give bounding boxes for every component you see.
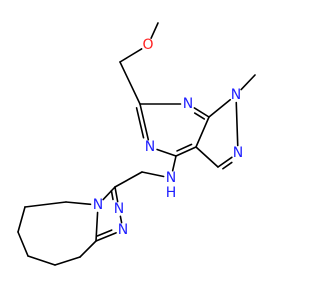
atom-n1-triazole-symbol: N	[118, 222, 128, 238]
bond-c9-c8	[54, 256, 81, 266]
atom-n5-pyrimidine-symbol: N	[145, 139, 155, 155]
bond-n1t-c8a-inner	[96, 229, 113, 237]
bond-c3-c3a	[195, 146, 219, 168]
bond-c4-c3a	[175, 146, 197, 157]
atom-n7-pyrimidine: N	[183, 96, 193, 112]
atom-o-methoxy: O	[142, 37, 153, 53]
bond-n1-n2	[235, 101, 239, 147]
bond-n5-c4	[156, 148, 177, 157]
atom-nh-amine-hydrogen: H	[166, 185, 177, 201]
bond-c5-c5b	[24, 201, 67, 208]
atom-n2-triazole-symbol: N	[114, 201, 124, 217]
bond-c4-nh	[171, 155, 177, 172]
bond-n2-c3-inner	[222, 161, 233, 170]
bond-c7-c6a	[17, 231, 29, 257]
atom-n7-pyrimidine-symbol: N	[183, 96, 193, 112]
bond-c4-c3a-inner	[176, 143, 193, 152]
bond-nh-cH2b	[141, 171, 165, 178]
bond-c7a-n1	[208, 98, 231, 118]
bond-c3t-n4t	[102, 186, 116, 201]
bond-cMe2-o	[150, 22, 159, 39]
bond-c3t-n2t	[114, 186, 119, 203]
atom-o-methoxy-symbol: O	[142, 37, 153, 53]
atom-n2-pyrazole: N	[233, 145, 243, 161]
bond-o-cH2a	[119, 48, 143, 63]
bond-n2-c3	[217, 156, 233, 168]
atom-nh-amine: NH	[166, 170, 177, 201]
atom-nh-amine-symbol: N	[166, 170, 176, 186]
bond-cH2b-c3t	[114, 171, 143, 188]
bond-c5b-n4t	[65, 201, 92, 206]
atom-n4-triazole: N	[93, 197, 103, 213]
atom-n4-triazole-symbol: N	[93, 197, 103, 213]
bond-n7-c7a-inner	[193, 112, 206, 120]
atom-n1-pyrazole: N	[231, 87, 241, 103]
bond-c3a-c7a	[195, 116, 210, 148]
atom-n1-triazole: N	[118, 222, 128, 238]
bond-n7-c7a	[193, 107, 210, 118]
bond-c8a-n4t	[95, 211, 99, 242]
bond-c6a-c5	[17, 206, 26, 233]
bond-n2t-n1t	[119, 215, 123, 224]
bond-c8-c7	[27, 255, 56, 266]
bond-c6-n5-inner	[135, 107, 145, 139]
atom-n5-pyrimidine: N	[145, 139, 155, 155]
bonds	[17, 22, 256, 266]
bond-c8a-c9	[79, 240, 97, 258]
bond-c3t-n2t-inner	[110, 189, 114, 201]
atom-n2-pyrazole-symbol: N	[233, 145, 243, 161]
bond-c6-n5	[139, 103, 150, 141]
bond-cH2a-c6	[119, 61, 141, 105]
bond-n1-cMe1	[240, 74, 256, 91]
atom-n2-triazole: N	[114, 201, 124, 217]
bond-n1t-c8a	[95, 232, 117, 242]
atom-n1-pyrazole-symbol: N	[231, 87, 241, 103]
